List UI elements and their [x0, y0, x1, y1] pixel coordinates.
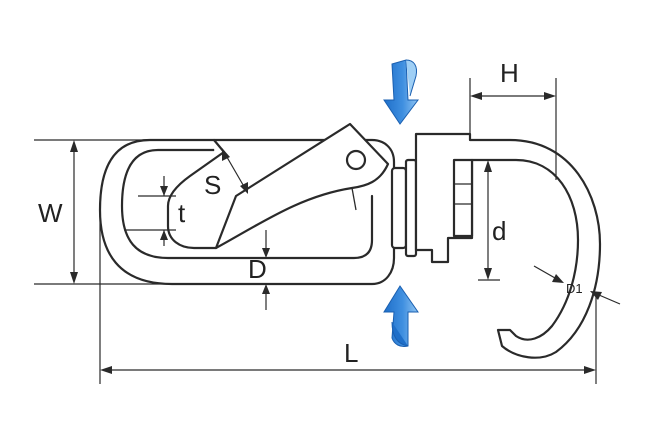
label-t: t: [178, 198, 186, 228]
label-s: S: [204, 170, 221, 200]
dimension-d-upper: [262, 230, 270, 310]
swivel-collar: [390, 158, 418, 258]
label-d1: D1: [566, 281, 583, 296]
swivel-hook: [414, 132, 602, 359]
label-d-lower: d: [492, 216, 506, 246]
dimension-l: [99, 212, 597, 384]
dimension-w: [34, 139, 214, 285]
label-l: L: [344, 338, 358, 368]
dimension-d-lower: [478, 159, 500, 281]
label-d-upper: D: [248, 254, 267, 284]
label-h: H: [500, 58, 519, 88]
dimension-h: [469, 78, 557, 180]
snap-hook-gate: [214, 122, 390, 250]
dimension-s: [222, 148, 248, 194]
dimension-t: [124, 176, 176, 246]
label-w: W: [38, 198, 63, 228]
blue-down-arrow-icon: [383, 59, 419, 125]
blue-up-arrow-icon: [383, 285, 419, 347]
